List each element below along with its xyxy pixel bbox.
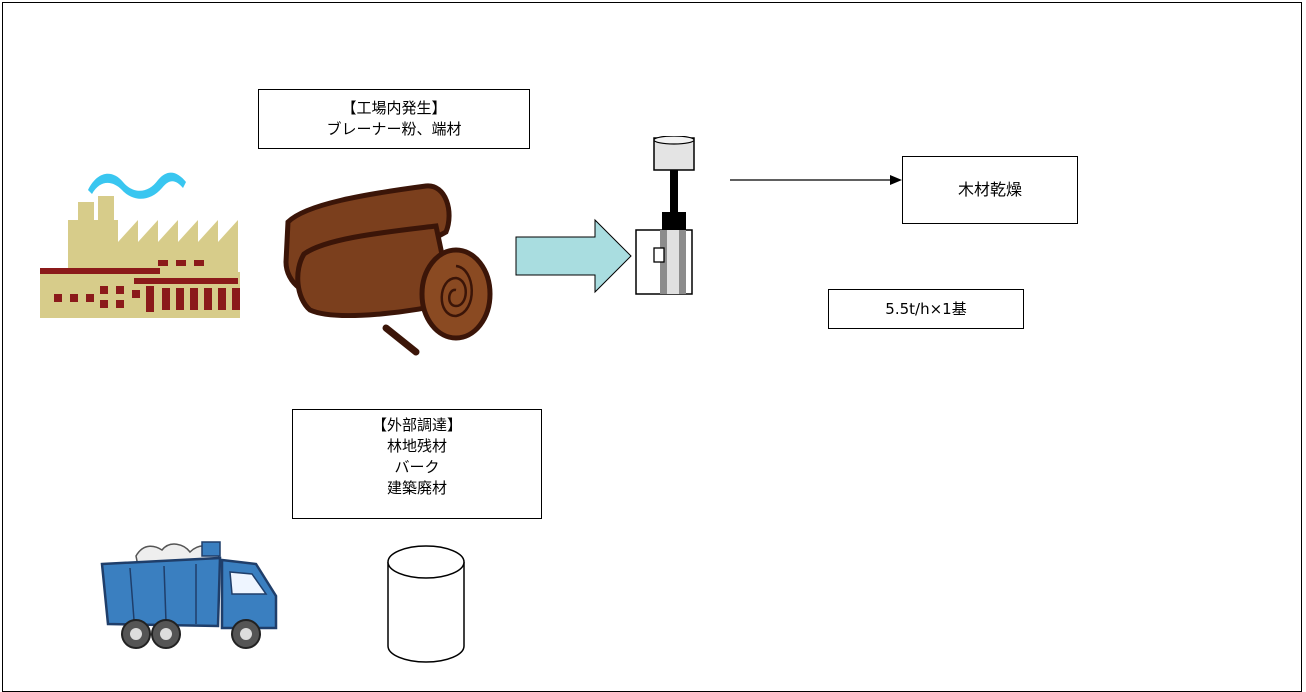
- flow-arrow-icon: [515, 218, 632, 294]
- output-arrow-icon: [730, 175, 902, 185]
- boiler-icon: [635, 136, 695, 295]
- external-source-heading: 【外部調達】: [371, 416, 462, 434]
- external-material-bark: バーク: [394, 458, 440, 476]
- external-material-construction-waste: 建築廃材: [386, 479, 447, 497]
- internal-source-heading: 【工場内発生】: [341, 99, 447, 117]
- internal-source-label: 【工場内発生】 ブレーナー粉、端材: [258, 89, 530, 149]
- dump-truck-icon: [100, 541, 278, 649]
- factory-icon: [40, 172, 240, 318]
- external-material-forest-residue: 林地残材: [386, 437, 447, 455]
- wood-drying-label: 木材乾燥: [902, 156, 1078, 224]
- storage-silo-icon: [387, 545, 465, 663]
- internal-source-materials: ブレーナー粉、端材: [326, 120, 462, 138]
- external-source-label: 【外部調達】 林地残材 バーク 建築廃材: [292, 409, 542, 519]
- boiler-capacity-text: 5.5t/h×1基: [885, 300, 967, 318]
- wood-drying-text: 木材乾燥: [957, 180, 1022, 199]
- boiler-capacity-label: 5.5t/h×1基: [828, 289, 1024, 329]
- logs-icon: [283, 183, 493, 356]
